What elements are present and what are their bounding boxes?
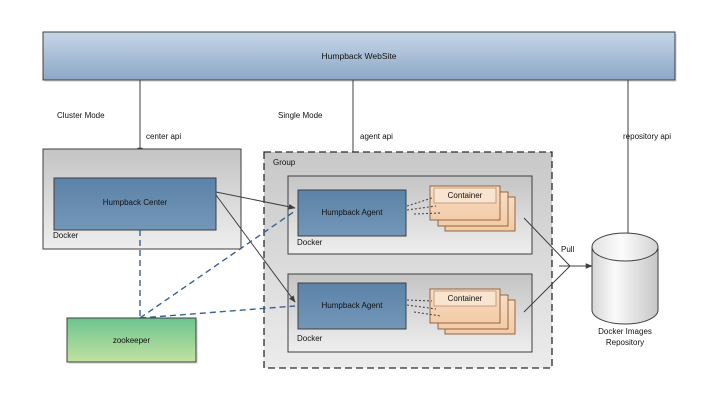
cluster-mode-label: Cluster Mode bbox=[57, 111, 105, 120]
humpback-center-box bbox=[53, 177, 217, 231]
repository-label-line2: Repository bbox=[605, 338, 645, 347]
repository-cylinder bbox=[591, 232, 659, 325]
cluster-docker-label: Docker bbox=[53, 231, 79, 240]
group-label: Group bbox=[273, 158, 296, 167]
zookeeper-label: zookeeper bbox=[112, 336, 151, 345]
pull-label: Pull bbox=[561, 245, 575, 254]
humpback-agent-box-1 bbox=[297, 189, 407, 237]
single-mode-label: Single Mode bbox=[278, 111, 323, 120]
dashed-link-zookeeper-agent-1 bbox=[139, 210, 296, 319]
repository-label-line1: Docker Images bbox=[598, 327, 652, 336]
agent-docker-label-1: Docker bbox=[297, 238, 323, 247]
dashed-link-zookeeper-agent-2 bbox=[139, 305, 296, 319]
pull-arrow bbox=[523, 217, 593, 313]
humpback-agent-box-2 bbox=[297, 282, 407, 330]
website-box bbox=[42, 31, 677, 82]
humpback-center-label: Humpback Center bbox=[102, 198, 168, 207]
zookeeper-box bbox=[66, 317, 198, 364]
dotted-link-agent-container-1 bbox=[406, 197, 442, 215]
agent-docker-label-2: Docker bbox=[297, 334, 323, 343]
container-stack-1 bbox=[429, 185, 516, 232]
humpback-agent-label-2: Humpback Agent bbox=[321, 301, 383, 310]
center-api-label: center api bbox=[146, 132, 182, 141]
arrow-center-to-agent-2 bbox=[215, 194, 296, 303]
container-label-2: Container bbox=[447, 294, 483, 303]
website-title: Humpback WebSite bbox=[321, 51, 397, 61]
repository-api-label: repository api bbox=[623, 132, 672, 141]
humpback-agent-label-1: Humpback Agent bbox=[321, 208, 383, 217]
agent-api-label: agent api bbox=[360, 132, 393, 141]
container-label-1: Container bbox=[447, 191, 483, 200]
arrow-center-to-agent-1 bbox=[215, 191, 296, 210]
container-stack-2 bbox=[429, 288, 516, 335]
dotted-link-agent-container-2 bbox=[406, 299, 442, 317]
